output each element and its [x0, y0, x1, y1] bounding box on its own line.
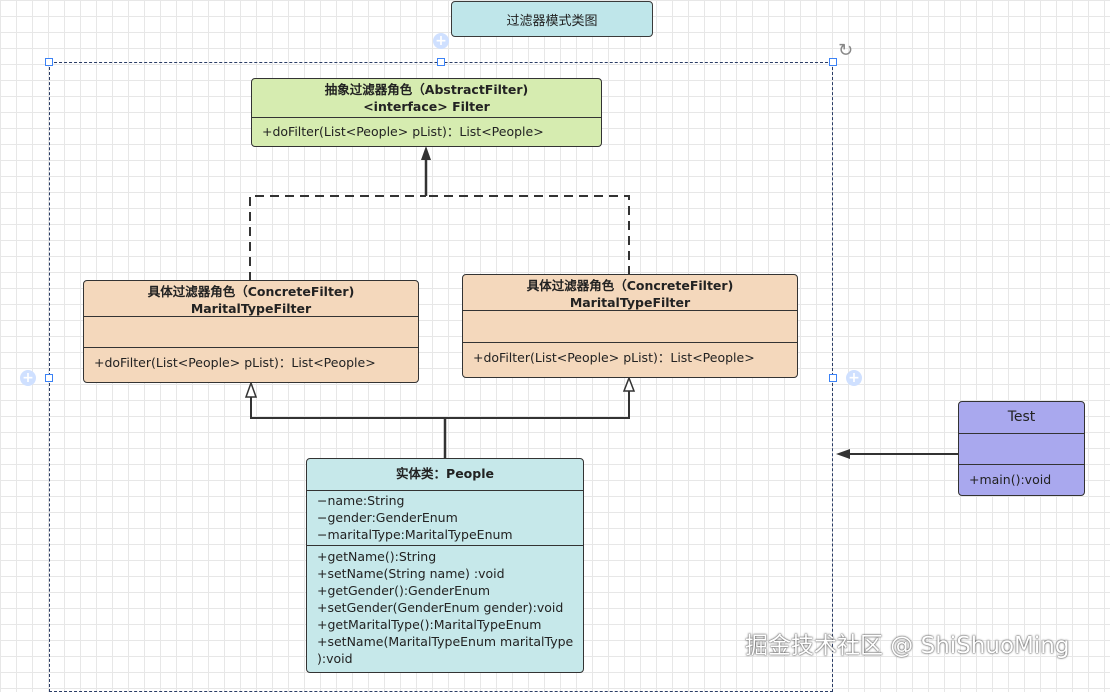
field-line: −maritalType:MaritalTypeEnum: [317, 527, 513, 542]
concrete-filter-right-name: MaritalTypeFilter: [569, 295, 691, 310]
method-line: +setName(String name) :void: [317, 566, 505, 581]
people-header: 实体类：People: [307, 459, 583, 491]
test-arrowhead: [836, 449, 850, 459]
field-line: −gender:GenderEnum: [317, 510, 458, 525]
concrete-filter-right-header: 具体过滤器角色（ConcreteFilter) MaritalTypeFilte…: [463, 275, 797, 311]
method-line: +getName():String: [317, 549, 437, 564]
method-line: ):void: [317, 651, 353, 666]
add-right-icon[interactable]: +: [846, 370, 862, 386]
concrete-filter-left-fields: [84, 317, 418, 348]
test-fields: [959, 434, 1084, 465]
concrete-filter-left-header: 具体过滤器角色（ConcreteFilter) MaritalTypeFilte…: [84, 281, 418, 317]
method-line: +setGender(GenderEnum gender):void: [317, 600, 564, 615]
method-line: +main():void: [969, 472, 1052, 487]
people-title: 实体类：People: [396, 466, 494, 481]
resize-handle-top-left[interactable]: [45, 58, 53, 66]
people-class[interactable]: 实体类：People −name:String −gender:GenderEn…: [306, 458, 584, 673]
test-header: Test: [959, 402, 1084, 434]
concrete-filter-left-name: MaritalTypeFilter: [190, 301, 312, 316]
people-fields: −name:String −gender:GenderEnum −marital…: [307, 491, 583, 546]
method-line: +doFilter(List<People> pList)：List<Peopl…: [262, 124, 544, 139]
method-line: +setName(MaritalTypeEnum maritalType: [317, 634, 574, 649]
abstract-filter-title: 抽象过滤器角色（AbstractFilter): [324, 82, 529, 97]
method-line: +doFilter(List<People> pList)：List<Peopl…: [473, 350, 755, 365]
method-line: +getMaritalType():MaritalTypeEnum: [317, 617, 542, 632]
rotate-icon[interactable]: ↻: [838, 40, 854, 61]
method-line: +getGender():GenderEnum: [317, 583, 491, 598]
resize-handle-top[interactable]: [437, 58, 445, 66]
abstract-filter-class[interactable]: 抽象过滤器角色（AbstractFilter) <interface> Filt…: [251, 78, 602, 147]
concrete-filter-right-methods: +doFilter(List<People> pList)：List<Peopl…: [463, 343, 797, 368]
concrete-filter-left-class[interactable]: 具体过滤器角色（ConcreteFilter) MaritalTypeFilte…: [83, 280, 419, 383]
resize-handle-top-right[interactable]: [829, 58, 837, 66]
field-line: −name:String: [317, 493, 405, 508]
add-left-icon[interactable]: +: [20, 370, 36, 386]
concrete-filter-left-methods: +doFilter(List<People> pList)：List<Peopl…: [84, 348, 418, 373]
abstract-filter-methods: +doFilter(List<People> pList)：List<Peopl…: [252, 118, 601, 142]
concrete-filter-right-fields: [463, 311, 797, 343]
people-methods: +getName():String +setName(String name) …: [307, 546, 583, 669]
abstract-filter-header: 抽象过滤器角色（AbstractFilter) <interface> Filt…: [252, 79, 601, 118]
abstract-filter-interface: <interface> Filter: [363, 99, 490, 114]
concrete-filter-right-class[interactable]: 具体过滤器角色（ConcreteFilter) MaritalTypeFilte…: [462, 274, 798, 378]
concrete-filter-left-title: 具体过滤器角色（ConcreteFilter): [147, 284, 355, 299]
method-line: +doFilter(List<People> pList)：List<Peopl…: [94, 355, 376, 370]
test-title: Test: [1007, 409, 1036, 425]
diagram-title[interactable]: 过滤器模式类图: [451, 1, 653, 37]
concrete-filter-right-title: 具体过滤器角色（ConcreteFilter): [526, 278, 734, 293]
watermark: 掘金技术社区 @ ShiShuoMing: [745, 633, 1070, 659]
add-top-icon[interactable]: +: [433, 33, 449, 49]
resize-handle-left[interactable]: [45, 374, 53, 382]
test-methods: +main():void: [959, 465, 1084, 490]
test-class[interactable]: Test +main():void: [958, 401, 1085, 496]
resize-handle-right[interactable]: [829, 374, 837, 382]
